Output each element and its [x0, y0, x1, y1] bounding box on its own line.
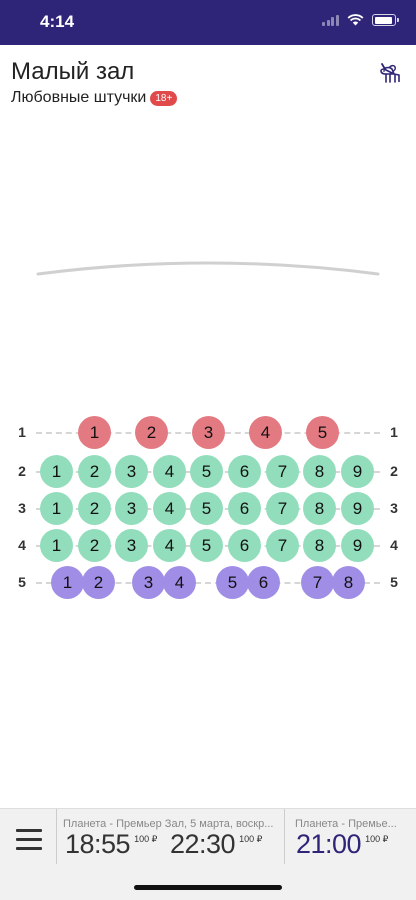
battery-icon: [372, 14, 399, 26]
cinema-label: Планета - Премьер Зал, 5 марта, воскр...: [63, 818, 274, 830]
row-label-right: 2: [390, 463, 398, 479]
row-label-right: 3: [390, 500, 398, 516]
row-label-right: 1: [390, 424, 398, 440]
seat-row1-1[interactable]: 1: [78, 416, 111, 449]
menu-button[interactable]: [16, 829, 42, 851]
row-label-left: 4: [18, 537, 26, 553]
seat-row4-4[interactable]: 4: [153, 529, 186, 562]
row-line: [36, 582, 380, 584]
seat-row5-4[interactable]: 4: [163, 566, 196, 599]
seat-row5-7[interactable]: 7: [301, 566, 334, 599]
seat-row2-1[interactable]: 1: [40, 455, 73, 488]
row-label-left: 1: [18, 424, 26, 440]
cinema-label: Планета - Премье...: [295, 818, 397, 830]
movie-info: Любовные штучки 18+: [11, 89, 178, 107]
seat-row5-5[interactable]: 5: [216, 566, 249, 599]
session-time: 18:55: [65, 829, 131, 859]
movie-title: Любовные штучки: [11, 89, 147, 106]
status-icons: [322, 14, 399, 26]
seat-row5-6[interactable]: 6: [247, 566, 280, 599]
seat-row3-3[interactable]: 3: [115, 492, 148, 525]
seat-row2-8[interactable]: 8: [303, 455, 336, 488]
session-button[interactable]: 22:30 100 ₽: [170, 829, 262, 860]
seat-row3-7[interactable]: 7: [266, 492, 299, 525]
seat-row5-1[interactable]: 1: [51, 566, 84, 599]
seat-row4-8[interactable]: 8: [303, 529, 336, 562]
unicorn-icon[interactable]: [376, 60, 402, 86]
session-price: 100 ₽: [365, 834, 389, 844]
row-label-right: 4: [390, 537, 398, 553]
seat-row5-3[interactable]: 3: [132, 566, 165, 599]
seat-row4-2[interactable]: 2: [78, 529, 111, 562]
age-rating-badge: 18+: [150, 90, 178, 106]
seat-row4-5[interactable]: 5: [190, 529, 223, 562]
wifi-icon: [347, 14, 364, 26]
seat-row3-8[interactable]: 8: [303, 492, 336, 525]
home-indicator: [134, 885, 282, 890]
seat-row3-4[interactable]: 4: [153, 492, 186, 525]
seat-row1-3[interactable]: 3: [192, 416, 225, 449]
seat-row3-1[interactable]: 1: [40, 492, 73, 525]
seat-row1-2[interactable]: 2: [135, 416, 168, 449]
hall-title: Малый зал: [11, 58, 135, 85]
status-bar: 4:14: [0, 0, 416, 45]
seat-row3-5[interactable]: 5: [190, 492, 223, 525]
cinema-screen: [36, 261, 380, 276]
session-price: 100 ₽: [239, 834, 263, 844]
seat-row2-7[interactable]: 7: [266, 455, 299, 488]
seat-row4-3[interactable]: 3: [115, 529, 148, 562]
session-time: 22:30: [170, 829, 236, 859]
seat-row3-6[interactable]: 6: [228, 492, 261, 525]
session-time: 21:00: [296, 829, 362, 859]
seat-row3-9[interactable]: 9: [341, 492, 374, 525]
session-group: Планета - Премье... 21:00 100 ₽: [284, 809, 416, 864]
session-button-selected[interactable]: 21:00 100 ₽: [296, 829, 388, 860]
seat-row3-2[interactable]: 2: [78, 492, 111, 525]
row-label-left: 2: [18, 463, 26, 479]
bottom-bar: Планета - Премьер Зал, 5 марта, воскр...…: [0, 808, 416, 900]
seat-row2-9[interactable]: 9: [341, 455, 374, 488]
seat-row2-3[interactable]: 3: [115, 455, 148, 488]
seat-row2-6[interactable]: 6: [228, 455, 261, 488]
seat-row2-4[interactable]: 4: [153, 455, 186, 488]
row-label-left: 3: [18, 500, 26, 516]
seat-row4-1[interactable]: 1: [40, 529, 73, 562]
seat-row4-9[interactable]: 9: [341, 529, 374, 562]
session-group: Планета - Премьер Зал, 5 марта, воскр...…: [56, 809, 282, 864]
session-price: 100 ₽: [134, 834, 158, 844]
row-label-left: 5: [18, 574, 26, 590]
seat-row4-6[interactable]: 6: [228, 529, 261, 562]
seat-row5-2[interactable]: 2: [82, 566, 115, 599]
session-button[interactable]: 18:55 100 ₽: [65, 829, 157, 860]
row-label-right: 5: [390, 574, 398, 590]
seat-row1-5[interactable]: 5: [306, 416, 339, 449]
signal-icon: [322, 14, 339, 26]
seat-row2-5[interactable]: 5: [190, 455, 223, 488]
seat-row5-8[interactable]: 8: [332, 566, 365, 599]
seat-row2-2[interactable]: 2: [78, 455, 111, 488]
seat-row4-7[interactable]: 7: [266, 529, 299, 562]
status-time: 4:14: [40, 12, 75, 31]
seat-row1-4[interactable]: 4: [249, 416, 282, 449]
